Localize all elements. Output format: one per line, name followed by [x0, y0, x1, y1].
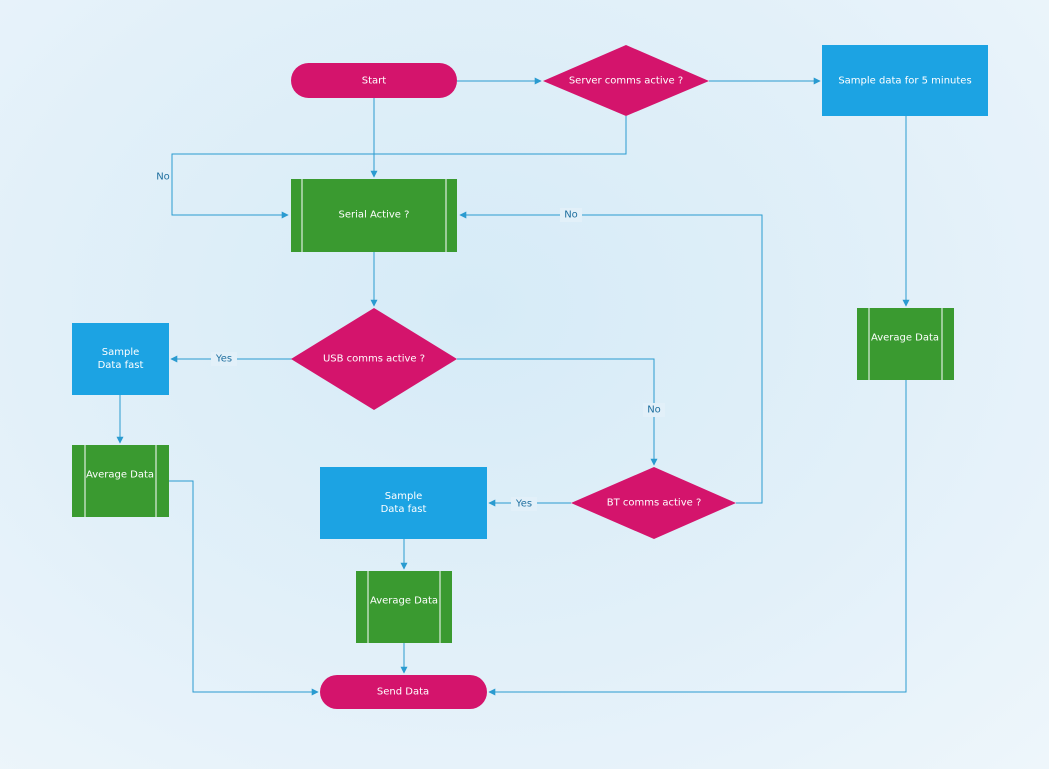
- node-sample-5min-label: Sample data for 5 minutes: [838, 76, 971, 87]
- node-average-mid-label: Average Data: [370, 596, 438, 607]
- node-bt-decision: BT comms active ?: [571, 467, 736, 539]
- node-start-label: Start: [362, 76, 387, 87]
- node-average-right: Average Data: [857, 308, 954, 380]
- node-sample-fast-mid: Sample Data fast: [320, 467, 487, 539]
- node-sample-fast-left: Sample Data fast: [72, 323, 169, 395]
- node-average-left: Average Data: [72, 445, 169, 517]
- edge-average-left-to-send: [169, 480, 319, 696]
- edge-labels: No No Yes No Yes: [156, 172, 665, 511]
- node-send-data-label: Send Data: [377, 687, 429, 698]
- node-usb-decision: USB comms active ?: [291, 308, 457, 410]
- edges: [116, 77, 910, 696]
- edge-label-bt-yes: Yes: [515, 499, 532, 510]
- node-sample-5min: Sample data for 5 minutes: [822, 45, 988, 116]
- edge-label-usb-no: No: [647, 405, 661, 416]
- node-sample-fast-left-label: Sample Data fast: [97, 347, 144, 371]
- node-average-left-label: Average Data: [86, 470, 154, 481]
- node-sample-fast-mid-label: Sample Data fast: [380, 491, 427, 515]
- edge-label-server-no: No: [156, 172, 170, 183]
- edge-label-usb-yes: Yes: [215, 354, 232, 365]
- node-start: Start: [291, 63, 457, 98]
- edge-usb-no-to-bt: [457, 358, 658, 466]
- edge-label-bt-no: No: [564, 210, 578, 221]
- node-bt-decision-label: BT comms active ?: [607, 498, 702, 509]
- edge-average-right-to-send: [488, 380, 907, 696]
- edge-bt-no-to-serial: [459, 211, 763, 504]
- node-server-decision: Server comms active ?: [543, 45, 709, 116]
- node-serial-active-label: Serial Active ?: [339, 210, 410, 221]
- node-average-mid: Average Data: [356, 571, 452, 643]
- edge-server-no-to-serial: [171, 116, 627, 219]
- node-average-right-label: Average Data: [871, 333, 939, 344]
- node-send-data: Send Data: [320, 675, 487, 709]
- node-serial-active: Serial Active ?: [291, 179, 457, 252]
- node-server-decision-label: Server comms active ?: [569, 76, 683, 87]
- node-usb-decision-label: USB comms active ?: [323, 354, 425, 365]
